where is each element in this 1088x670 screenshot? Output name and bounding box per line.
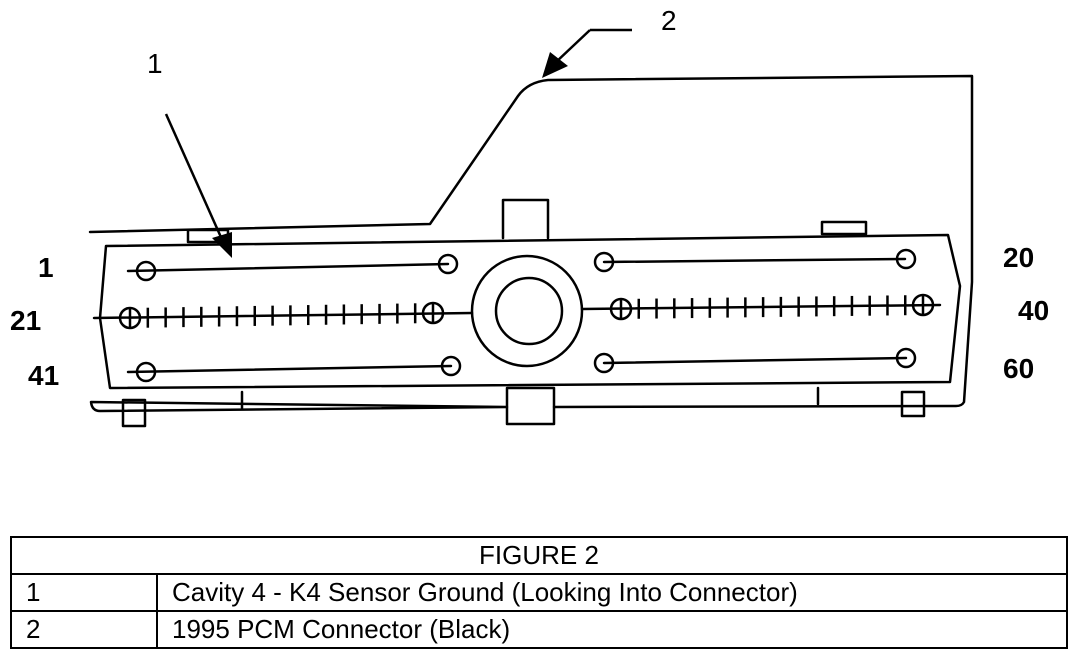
connector-diagram: 1 2 1 21 41 20 40 60 (10, 5, 1049, 428)
center-boss-inner (494, 276, 564, 346)
pin-row-2-ticks (128, 295, 925, 328)
legend-title: FIGURE 2 (10, 536, 1068, 575)
pin-row1-end (437, 253, 459, 275)
pin-row-1-left (126, 262, 450, 273)
connector-housing (88, 74, 974, 413)
foot-right (900, 390, 926, 418)
pin-row3-start-right (593, 352, 615, 374)
bottom-latch (505, 386, 556, 426)
pin-label-60: 60 (1003, 353, 1034, 384)
legend-row-description: Cavity 4 - K4 Sensor Ground (Looking Int… (156, 573, 1068, 612)
pin-label-21: 21 (10, 305, 41, 336)
pin-label-40: 40 (1018, 295, 1049, 326)
pin-row-3-left (126, 364, 453, 374)
pin-60 (895, 347, 917, 369)
pin-41 (135, 361, 157, 383)
figure-legend-table: FIGURE 2 1 Cavity 4 - K4 Sensor Ground (… (10, 536, 1068, 649)
pin-row3-end (440, 355, 462, 377)
callout-2-label: 2 (661, 5, 677, 36)
pin-1 (135, 260, 157, 282)
callout-2: 2 (542, 5, 677, 78)
foot-left (121, 398, 147, 428)
top-tab-right (820, 220, 868, 236)
legend-row: 1 Cavity 4 - K4 Sensor Ground (Looking I… (10, 573, 1068, 612)
top-latch (501, 198, 550, 240)
legend-row-description: 1995 PCM Connector (Black) (156, 610, 1068, 649)
pin-label-1: 1 (38, 252, 54, 283)
pin-row-2-left (92, 311, 474, 320)
pin-row1-start-right (593, 251, 615, 273)
pin-label-20: 20 (1003, 242, 1034, 273)
legend-row-number: 2 (10, 610, 158, 649)
legend-title-row: FIGURE 2 (10, 536, 1068, 575)
callout-1-label: 1 (147, 48, 163, 79)
legend-row: 2 1995 PCM Connector (Black) (10, 610, 1068, 649)
pin-label-41: 41 (28, 360, 59, 391)
center-boss-outer (470, 254, 584, 368)
pin-row-2-right (580, 303, 942, 311)
callout-1: 1 (147, 48, 232, 258)
pin-20 (895, 248, 917, 270)
legend-row-number: 1 (10, 573, 158, 612)
pin-row-3-right (602, 356, 908, 365)
pin-row-1-right (602, 257, 907, 264)
